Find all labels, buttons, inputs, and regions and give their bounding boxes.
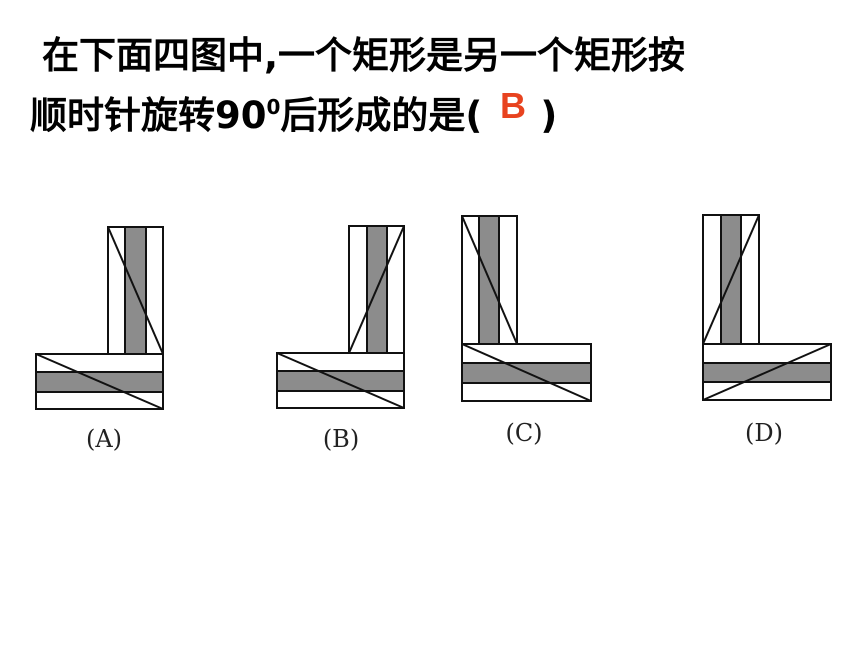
answer-label: B	[492, 88, 534, 124]
figure-d: (D)	[702, 214, 832, 447]
figure-a-horizontal-diagonal	[35, 353, 164, 410]
answer-letter: B	[500, 88, 528, 124]
question-line-2-end: 后形成的是(	[280, 94, 483, 137]
question-line-2-start: 顺时针旋转	[30, 94, 215, 137]
figure-b-label: (B)	[323, 425, 359, 453]
figure-b-vertical-diagonal	[348, 225, 405, 354]
question-line-1: 在下面四图中,一个矩形是另一个矩形按	[42, 34, 686, 77]
question-text: 在下面四图中,一个矩形是另一个矩形按 顺时针旋转900后形成的是( B)	[30, 26, 830, 146]
question-line-2: 顺时针旋转900后形成的是( B)	[30, 86, 830, 146]
figure-d-horizontal-diagonal	[702, 343, 832, 401]
degree-number: 90	[215, 94, 267, 137]
close-paren: )	[540, 94, 558, 137]
figure-c-horizontal-diagonal	[461, 343, 592, 402]
figure-b-horizontal-diagonal	[276, 352, 405, 409]
figure-d-label: (D)	[745, 419, 783, 447]
figure-c-vertical-diagonal	[461, 215, 518, 345]
degree-superscript: 0	[266, 95, 281, 119]
figure-b: (B)	[276, 225, 405, 453]
figure-c: (C)	[461, 215, 592, 447]
figure-a-label: (A)	[86, 425, 122, 453]
figure-d-vertical-diagonal	[702, 214, 760, 345]
figure-a-vertical-diagonal	[107, 226, 164, 355]
answer-letter-text: B	[500, 88, 526, 124]
figure-c-label: (C)	[505, 419, 542, 447]
figure-a: (A)	[35, 226, 164, 453]
